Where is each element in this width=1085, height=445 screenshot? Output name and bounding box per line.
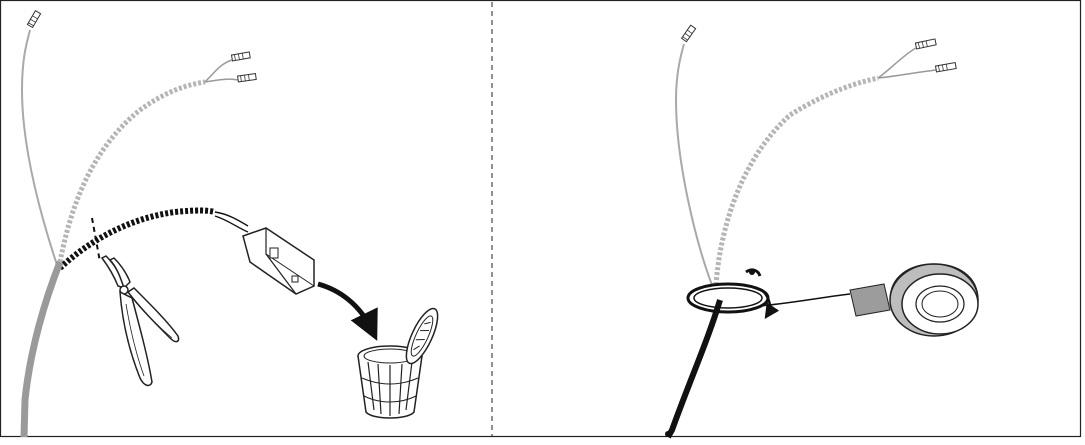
terminal-connector-icon [680, 24, 697, 43]
arrow-icon [761, 289, 780, 319]
pair-lead-upper [204, 59, 233, 83]
pliers-icon [100, 255, 180, 387]
tape-strip-end [849, 283, 891, 317]
pair-lead-lower [877, 69, 937, 79]
tape-strip [759, 293, 851, 307]
wire-stub-end [749, 269, 755, 275]
twisted-pair-gray [713, 75, 879, 286]
wire-trunk-taped [665, 299, 723, 439]
terminal-connector-icon [914, 38, 937, 50]
terminal-connector-icon [230, 51, 251, 62]
single-wire [20, 29, 59, 269]
cut-wire-black [57, 207, 216, 271]
twisted-pair-gray [57, 79, 206, 263]
right-panel [665, 24, 979, 439]
terminal-connector-icon [237, 72, 257, 83]
single-wire [674, 43, 713, 286]
pair-lead-lower [204, 78, 239, 83]
left-panel [20, 9, 439, 438]
tape-wrap-inner [693, 287, 763, 309]
terminal-connector-icon [26, 9, 42, 29]
wire-stub [745, 268, 762, 277]
wire-trunk [20, 260, 64, 438]
wire-end [665, 431, 671, 437]
cut-wire-lead [214, 215, 249, 233]
tape-roll-icon [889, 263, 979, 337]
cut-wire-lead [214, 211, 249, 227]
arrow-icon [317, 281, 378, 341]
pair-lead-upper [877, 47, 917, 79]
connector-icon [242, 227, 315, 295]
trash-can-icon [357, 307, 439, 419]
cut-line [91, 217, 101, 263]
terminal-connector-icon [934, 61, 957, 73]
